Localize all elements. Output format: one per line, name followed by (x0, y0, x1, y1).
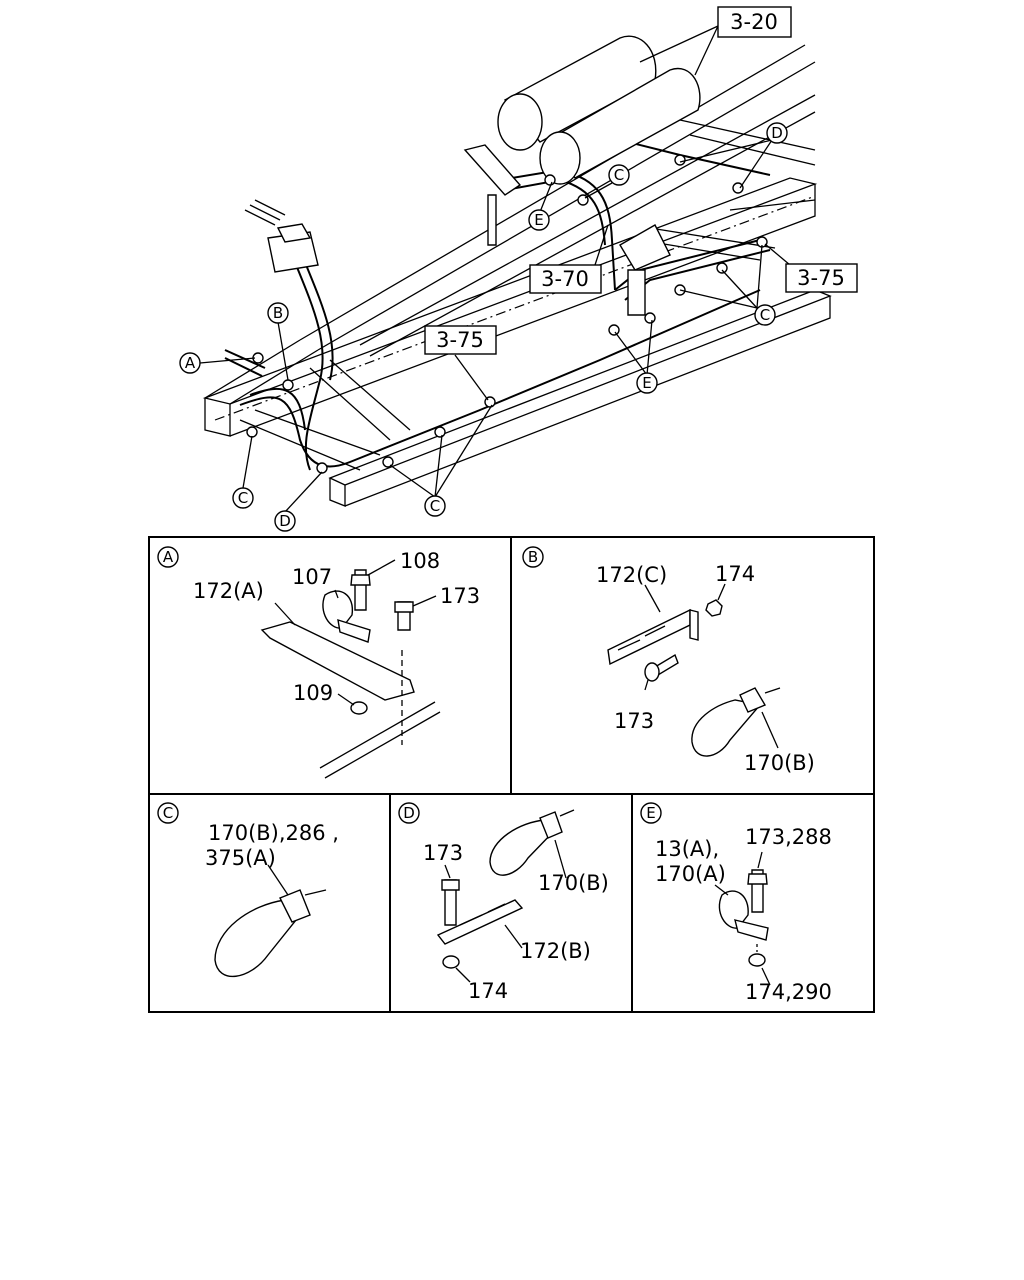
part-number: 107 (292, 565, 332, 589)
part-number: 170(A) (655, 862, 726, 886)
part-number: 172(A) (193, 579, 264, 603)
part-number: 174 (468, 979, 508, 1003)
part-number: 170(B) (538, 871, 609, 895)
svg-text:D: D (771, 124, 783, 142)
panel-id: D (403, 804, 415, 822)
part-number: 170(B) (744, 751, 815, 775)
callout-e: E (528, 209, 550, 231)
part-number: 173 (614, 709, 654, 733)
ref-box-label: 3-75 (436, 328, 484, 352)
svg-text:C: C (238, 489, 248, 507)
callout-e: E (636, 372, 658, 394)
callout-a: A (179, 352, 201, 374)
chassis-frame-drawing: 3-20 3-70 3-75 3-75 A B C C C C D D E E (179, 6, 858, 532)
svg-text:C: C (760, 306, 770, 324)
ref-box-3-70 (529, 264, 602, 294)
svg-text:C: C (430, 497, 440, 515)
detail-panel-c: C 170(B),286 , 375(A) (157, 802, 339, 977)
part-number: 170(B),286 , (208, 821, 339, 845)
svg-text:D: D (279, 512, 291, 530)
part-number: 13(A), (655, 837, 719, 861)
panel-id: B (528, 548, 538, 566)
svg-text:B: B (273, 304, 283, 322)
callout-d: D (274, 510, 296, 532)
part-number: 108 (400, 549, 440, 573)
ref-box-3-75-right (785, 263, 858, 293)
part-number: 172(B) (520, 939, 591, 963)
detail-panel-b: B 172(C) 174 173 170(B) (522, 546, 815, 775)
callout-c: C (232, 487, 254, 509)
ref-box-3-75-center (424, 325, 497, 355)
panel-id: E (646, 804, 655, 822)
part-number: 173 (423, 841, 463, 865)
ref-box-label: 3-70 (541, 267, 589, 291)
part-number: 173,288 (745, 825, 832, 849)
ref-box-label: 3-75 (797, 266, 845, 290)
svg-text:E: E (642, 374, 651, 392)
detail-panel-d: D 173 170(B) 172(B) 174 (398, 802, 609, 1003)
panel-id: C (163, 804, 173, 822)
part-number: 109 (293, 681, 333, 705)
valve-drawing (244, 199, 319, 273)
air-tank-drawing (497, 35, 701, 185)
svg-text:C: C (614, 166, 624, 184)
ref-box-label: 3-20 (730, 10, 778, 34)
part-number: 375(A) (205, 846, 276, 870)
part-number: 172(C) (596, 563, 667, 587)
ref-box-3-20 (717, 6, 792, 38)
callout-c: C (754, 304, 776, 326)
svg-text:A: A (185, 354, 196, 372)
detail-panel-e: E 13(A), 173,288 170(A) 174,290 (640, 802, 832, 1004)
svg-text:E: E (534, 211, 543, 229)
part-number: 174,290 (745, 980, 832, 1004)
part-number: 173 (440, 584, 480, 608)
panel-id: A (163, 548, 174, 566)
detail-panel-a: A 108 107 172(A) 173 109 (157, 546, 480, 779)
detail-panels-frame (148, 536, 875, 1013)
callout-c: C (424, 495, 446, 517)
callout-d: D (766, 122, 788, 144)
callout-c: C (608, 164, 630, 186)
part-number: 174 (715, 562, 755, 586)
callout-b: B (267, 302, 289, 324)
